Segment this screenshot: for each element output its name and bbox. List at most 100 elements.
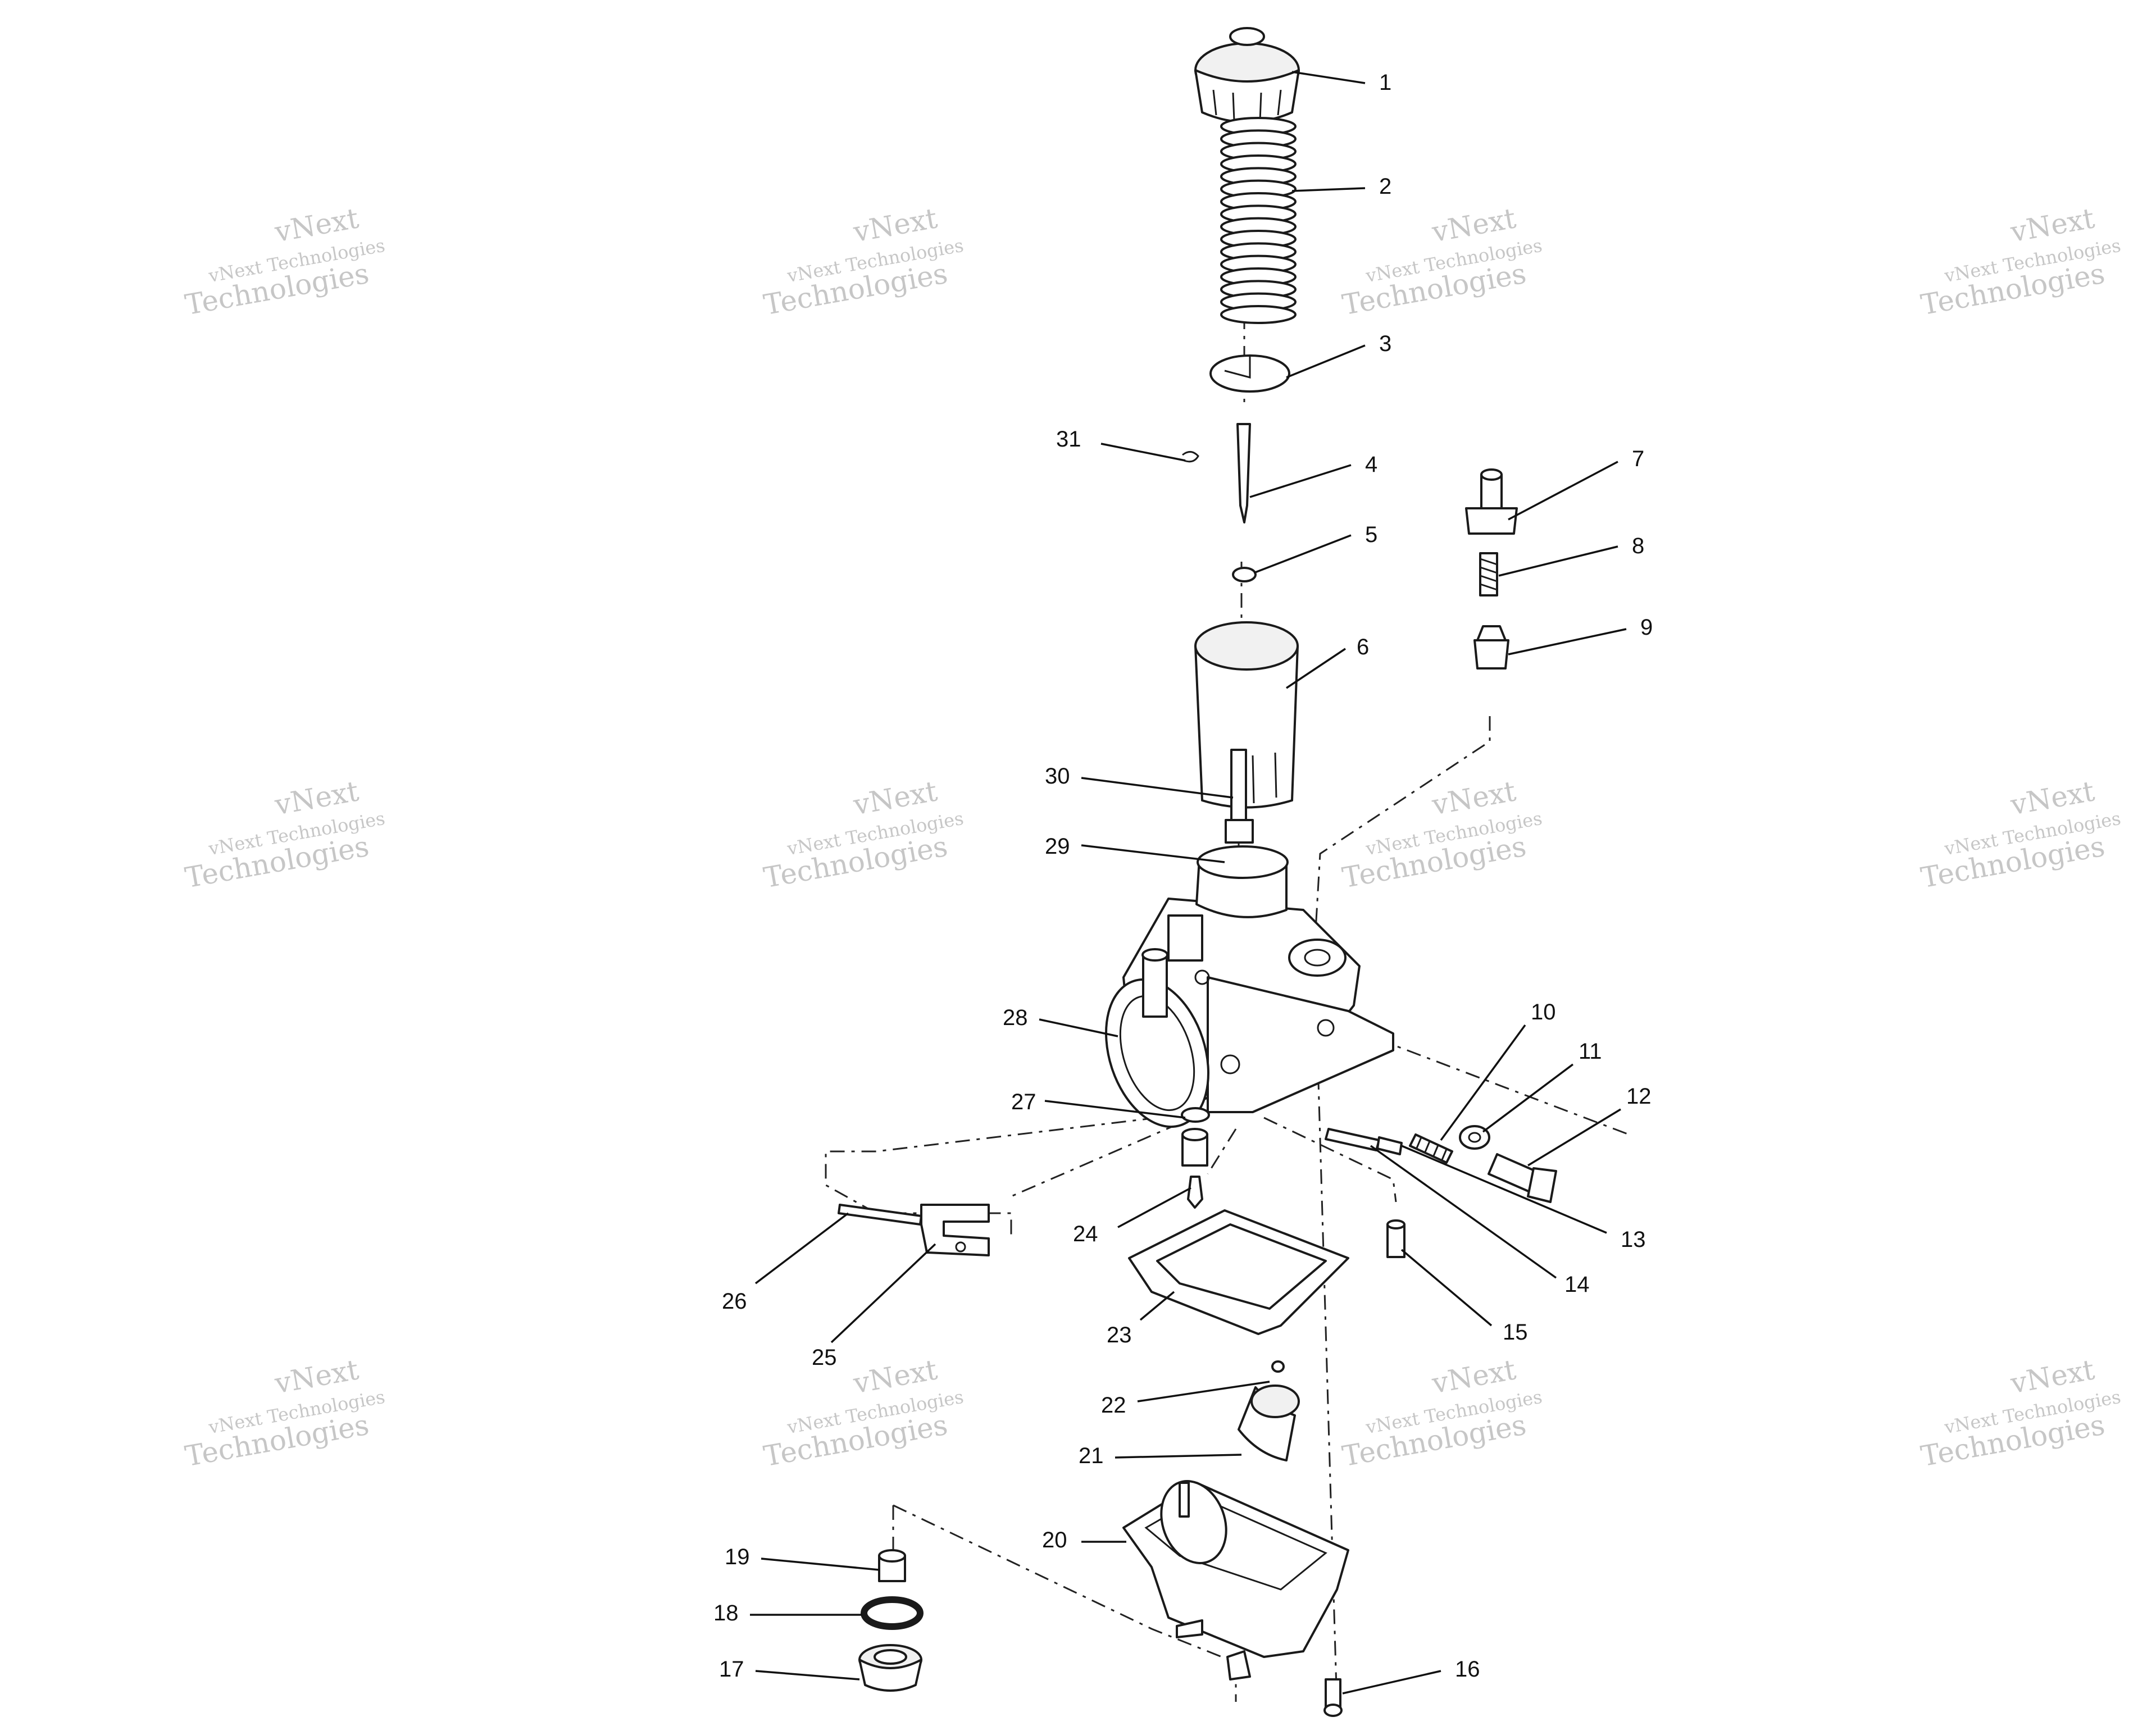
callout-22: 22 <box>1101 1393 1126 1418</box>
leader-line-10 <box>1440 1024 1526 1141</box>
callout-19: 19 <box>725 1545 750 1569</box>
leader-line-31 <box>1100 443 1186 462</box>
part-19-main-jet <box>878 1549 906 1582</box>
part-20-float-bowl <box>1122 1480 1349 1681</box>
callout-6: 6 <box>1357 635 1369 659</box>
leader-line-13 <box>1401 1145 1607 1234</box>
part-23-float-bowl-gasket <box>1128 1209 1349 1335</box>
leader-line-4 <box>1249 464 1352 498</box>
callout-24: 24 <box>1073 1222 1098 1246</box>
part-16-drain-screw <box>1323 1678 1343 1717</box>
callout-13: 13 <box>1621 1227 1646 1252</box>
leader-line-7 <box>1508 461 1618 521</box>
leader-line-17 <box>755 1670 860 1681</box>
callout-7: 7 <box>1632 447 1644 471</box>
part-31-needle-clip <box>1182 451 1199 463</box>
callout-23: 23 <box>1107 1323 1132 1347</box>
leader-line-23 <box>1139 1291 1175 1321</box>
leader-line-8 <box>1498 545 1618 577</box>
part-22-float-pin-plug <box>1271 1360 1285 1373</box>
leader-line-1 <box>1291 71 1366 84</box>
leader-line-6 <box>1286 648 1346 689</box>
callout-30: 30 <box>1045 764 1070 789</box>
callout-9: 9 <box>1640 615 1653 640</box>
part-18-o-ring <box>861 1596 924 1630</box>
leader-line-3 <box>1286 344 1366 379</box>
leader-line-26 <box>754 1212 849 1285</box>
callout-28: 28 <box>1003 1005 1028 1030</box>
part-26-float-pin <box>838 1204 922 1226</box>
part-11-washer <box>1459 1125 1490 1150</box>
leader-line-21 <box>1115 1454 1242 1459</box>
callout-18: 18 <box>713 1601 739 1625</box>
part-1-top-cap <box>1194 27 1300 124</box>
part-6-throttle-slide <box>1194 621 1299 809</box>
part-3-washer-plate <box>1209 354 1290 393</box>
callout-17: 17 <box>719 1657 744 1682</box>
part-27-jet-washer <box>1181 1107 1210 1123</box>
leader-line-29 <box>1081 844 1225 863</box>
callout-26: 26 <box>722 1289 747 1314</box>
callout-21: 21 <box>1079 1443 1104 1468</box>
part-21-float <box>1238 1385 1300 1461</box>
leader-line-5 <box>1253 534 1352 574</box>
part-12-adjuster-screw <box>1488 1153 1557 1203</box>
leader-line-28 <box>1039 1018 1118 1037</box>
callout-29: 29 <box>1045 834 1070 859</box>
callout-20: 20 <box>1042 1528 1067 1552</box>
callout-14: 14 <box>1564 1272 1590 1297</box>
leader-line-9 <box>1508 628 1627 655</box>
callout-8: 8 <box>1632 534 1644 558</box>
callout-2: 2 <box>1379 174 1391 199</box>
leader-line-22 <box>1137 1381 1270 1402</box>
callout-12: 12 <box>1626 1084 1652 1109</box>
callout-3: 3 <box>1379 331 1391 356</box>
leader-line-12 <box>1527 1108 1621 1167</box>
leader-line-30 <box>1081 777 1234 799</box>
part-15-pilot-jet <box>1386 1219 1406 1258</box>
callout-numbers: 1234567891011121314151617181920212223242… <box>713 70 1653 1682</box>
leader-line-11 <box>1482 1063 1574 1133</box>
leader-line-15 <box>1400 1249 1493 1327</box>
part-10-screw-spring <box>1409 1133 1453 1164</box>
callout-4: 4 <box>1365 452 1377 477</box>
part-7-fitting <box>1465 468 1518 535</box>
leader-line-2 <box>1291 187 1366 192</box>
callout-25: 25 <box>812 1345 837 1370</box>
leader-line-14 <box>1370 1145 1557 1279</box>
part-5-small-washer <box>1232 567 1257 582</box>
part-28-carburetor-body <box>1105 845 1394 1128</box>
part-30-needle-jet <box>1225 749 1254 844</box>
leader-lines <box>750 71 1627 1695</box>
part-4-jet-needle <box>1236 423 1251 523</box>
callout-11: 11 <box>1579 1039 1602 1064</box>
callout-5: 5 <box>1365 522 1377 547</box>
callout-27: 27 <box>1011 1090 1036 1114</box>
part-8-small-spring <box>1479 552 1498 596</box>
callout-16: 16 <box>1455 1657 1480 1682</box>
leader-line-19 <box>761 1558 880 1571</box>
part-9-starter-plunger <box>1473 625 1509 670</box>
callout-15: 15 <box>1503 1320 1528 1345</box>
part-2-throttle-spring <box>1220 117 1297 324</box>
leader-line-25 <box>830 1243 936 1344</box>
leader-line-27 <box>1044 1100 1186 1119</box>
leader-line-24 <box>1117 1187 1191 1228</box>
part-14-pilot-screw <box>1325 1128 1403 1155</box>
part-24-float-valve <box>1181 1128 1208 1209</box>
part-25-float-arm <box>920 1204 990 1256</box>
